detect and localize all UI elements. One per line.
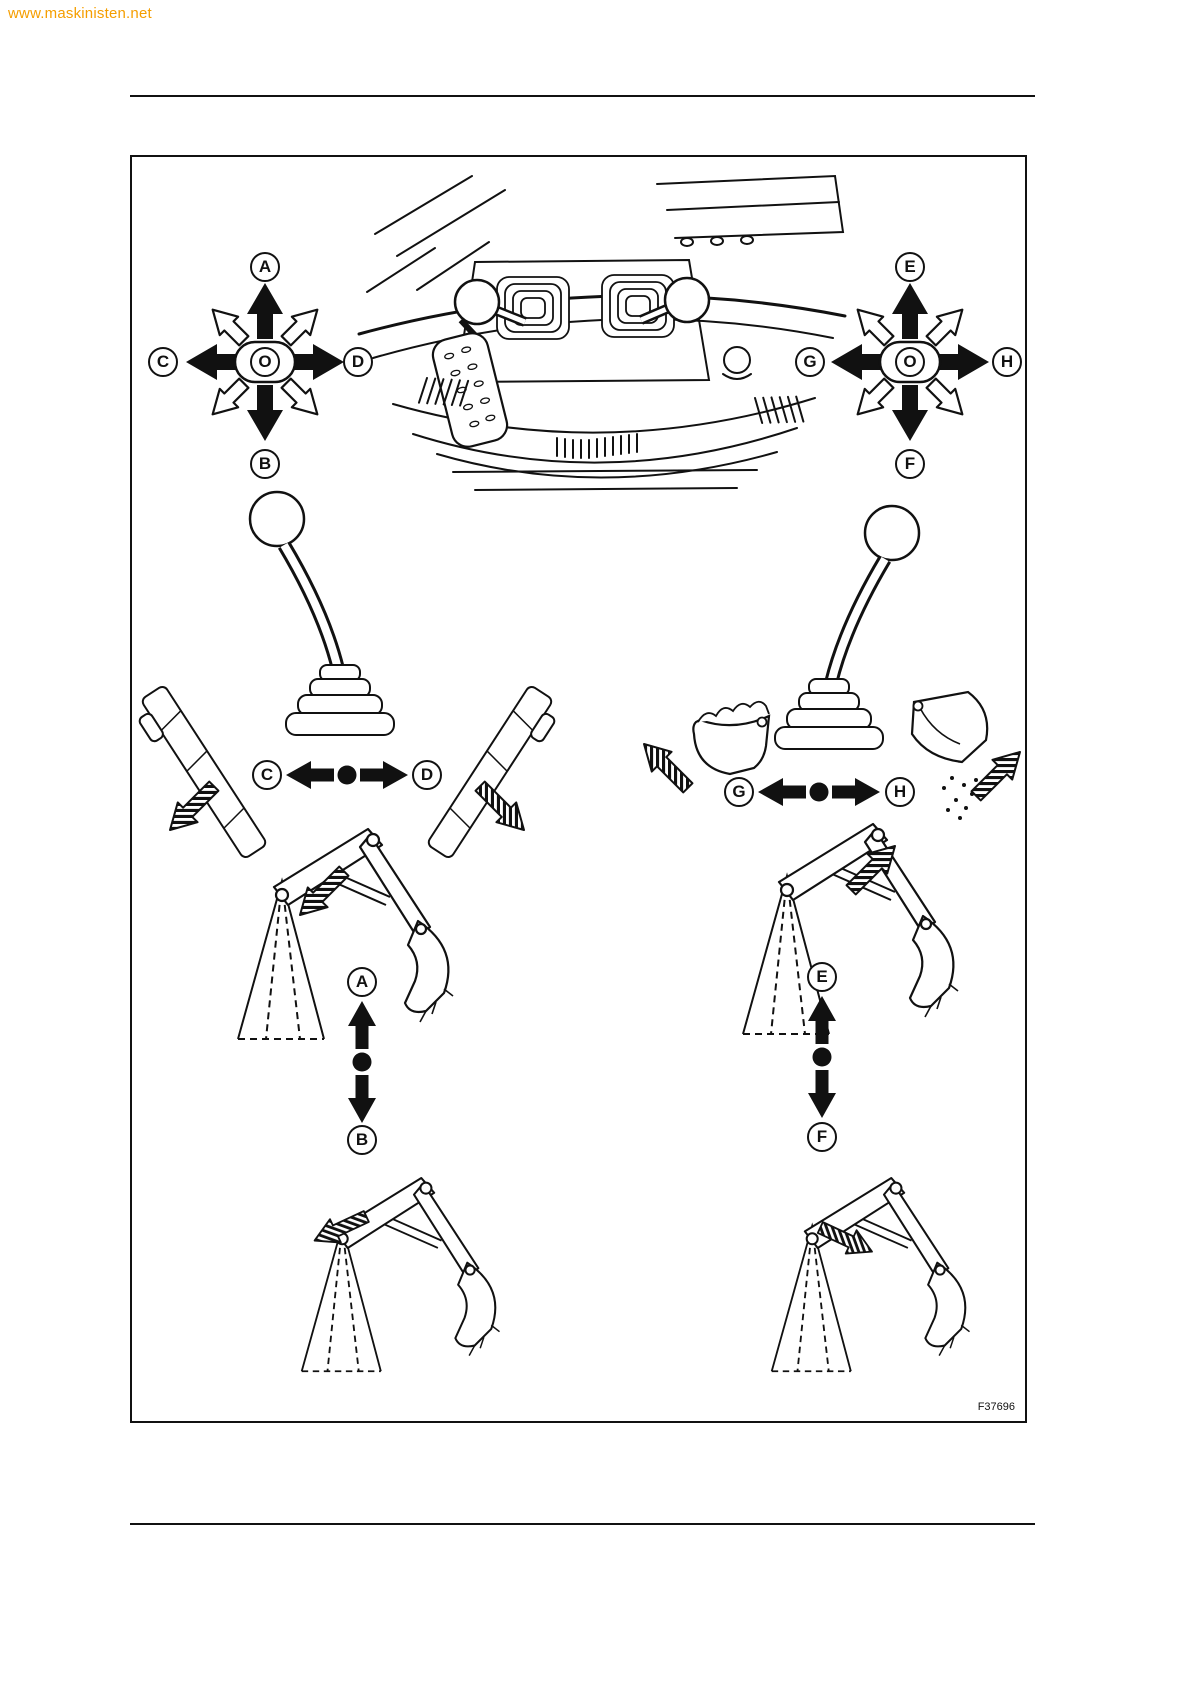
excavator-arm-bottom-left: [300, 1177, 501, 1373]
top-rule: [130, 95, 1035, 97]
bucket-illustrations: [633, 690, 1031, 820]
excavator-arm-bottom-right: [770, 1177, 971, 1373]
label-g: G: [795, 347, 825, 377]
arrow-up: [247, 283, 283, 339]
axis-arrows-ab: [348, 1001, 376, 1123]
pivot-dot: [337, 765, 357, 785]
axis-arrows-ef: [808, 996, 836, 1118]
figure-frame: A B C D O E F G H O C D G H A B E F F376…: [128, 155, 1031, 1423]
control-console-illustration: [357, 174, 847, 491]
joystick-boot-left-top: [496, 276, 570, 340]
arrow-right: [832, 778, 880, 806]
arrow-right: [360, 761, 408, 789]
label-c: C: [148, 347, 178, 377]
label-b-axis: B: [347, 1125, 377, 1155]
label-a-axis: A: [347, 967, 377, 997]
arrow-left: [286, 761, 334, 789]
pivot-dot: [809, 782, 829, 802]
label-h: H: [992, 347, 1022, 377]
arrow-right: [288, 344, 344, 380]
joystick-knob-left-top: [453, 278, 501, 326]
bucket-full-icon: [692, 700, 771, 776]
panel-knob: [723, 346, 751, 374]
label-c-axis: C: [252, 760, 282, 790]
label-h-axis: H: [885, 777, 915, 807]
ribbed-strip-center: [556, 433, 638, 459]
label-e-axis: E: [807, 962, 837, 992]
arrow-diagonal-sw: [856, 377, 895, 416]
arrow-down: [808, 1070, 836, 1118]
label-f-axis: F: [807, 1122, 837, 1152]
arrow-left: [831, 344, 887, 380]
axis-arrows-cd: [286, 761, 408, 789]
arrow-down: [247, 385, 283, 441]
label-b: B: [250, 449, 280, 479]
arrow-right: [933, 344, 989, 380]
arrow-diagonal-nw: [856, 308, 895, 347]
falling-material-dots: [942, 776, 978, 820]
ribbed-pad-left: [417, 377, 470, 407]
hatched-arrow-nw: [633, 733, 699, 799]
label-d: D: [343, 347, 373, 377]
arrow-left: [758, 778, 806, 806]
ribbed-pad-right: [754, 395, 805, 424]
bucket-dump-icon: [910, 690, 989, 820]
label-d-axis: D: [412, 760, 442, 790]
label-o-right: O: [895, 347, 925, 377]
pivot-dot: [812, 1047, 832, 1067]
arrow-diagonal-ne: [280, 308, 319, 347]
excavator-arm-mid-right: [741, 822, 960, 1036]
arrow-left: [186, 344, 242, 380]
arrow-down: [892, 385, 928, 441]
watermark-link[interactable]: www.maskinisten.net: [8, 5, 152, 22]
label-g-axis: G: [724, 777, 754, 807]
arrow-diagonal-ne: [925, 308, 964, 347]
arrow-down: [348, 1075, 376, 1123]
label-o-left: O: [250, 347, 280, 377]
arrow-up: [808, 996, 836, 1044]
arrow-diagonal-nw: [211, 308, 250, 347]
arrow-up: [348, 1001, 376, 1049]
axis-arrows-gh: [758, 778, 880, 806]
pivot-dot: [352, 1052, 372, 1072]
hatched-arrow-ne: [965, 741, 1031, 807]
arrow-diagonal-se: [280, 377, 319, 416]
label-f: F: [895, 449, 925, 479]
arrow-diagonal-se: [925, 377, 964, 416]
label-a: A: [250, 252, 280, 282]
arrow-up: [892, 283, 928, 339]
bottom-rule: [130, 1523, 1035, 1525]
label-e: E: [895, 252, 925, 282]
joystick-knob-right-top: [663, 276, 711, 324]
figure-number: F37696: [977, 1401, 1015, 1413]
arrow-diagonal-sw: [211, 377, 250, 416]
